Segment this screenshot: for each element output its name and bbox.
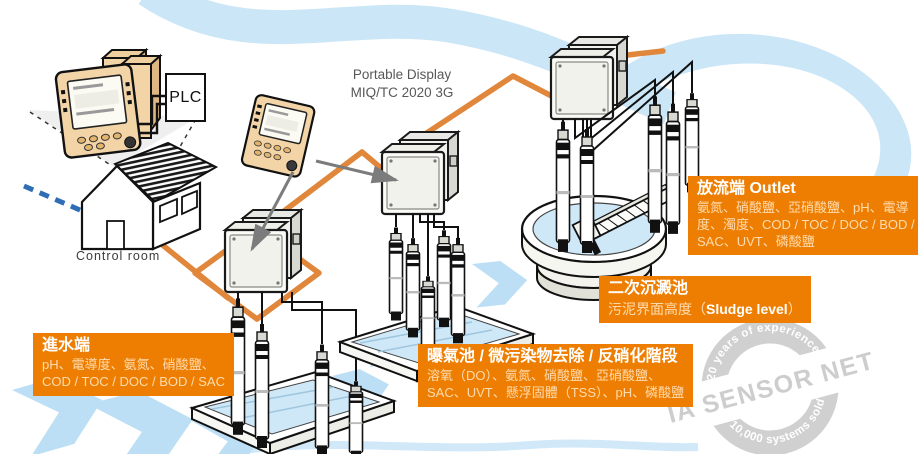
terminal-controller (54, 63, 142, 159)
controller-cables (137, 94, 165, 135)
portable-display-label-line1: Portable Display (352, 67, 452, 82)
inlet-label: 進水端 pH、電導度、氨氮、硝酸鹽、 COD / TOC / DOC / BOD… (33, 333, 234, 396)
clarifier-label-prefix: 污泥界面高度（ (608, 300, 706, 317)
iq-junction-box-inlet (223, 208, 303, 294)
control-room-label: Control room (76, 249, 161, 263)
outlet-label: 放流端 Outlet 氨氮、硝酸鹽、亞硝酸鹽、pH、電導 度、濁度、COD / … (688, 176, 918, 256)
sensor-probe (555, 120, 571, 253)
sensor-probe (388, 226, 404, 322)
outlet-label-title: 放流端 Outlet (697, 180, 796, 197)
aeration-label: 曝氣池 / 微污染物去除 / 反硝化階段 溶氧（DO）、氨氮、硝酸鹽、亞硝酸鹽、… (418, 344, 694, 407)
house-window (181, 189, 198, 216)
sensor-probe (436, 229, 452, 328)
outlet-label-line: 度、濁度、COD / TOC / DOC / BOD / (697, 216, 915, 232)
clarifier-label-bold: Sludge level (706, 300, 788, 317)
aeration-label-line: SAC、UVT、懸浮固體（TSS）、pH、磷酸鹽 (427, 384, 685, 400)
sensor-probe (450, 237, 466, 345)
outlet-label-line: SAC、UVT、磷酸鹽 (697, 233, 815, 249)
sensor-probe (647, 95, 663, 234)
clarifier-label: 二次沉澱池 污泥界面高度（Sludge level） (599, 276, 811, 323)
plc-box: PLC (165, 73, 206, 122)
sensor-probe (254, 323, 270, 449)
sensor-probe (420, 275, 436, 354)
sensor-probe (314, 343, 330, 454)
inlet-label-line: pH、電導度、氨氮、硝酸鹽、 (42, 356, 215, 372)
aeration-label-title: 曝氣池 / 微污染物去除 / 反硝化階段 (427, 348, 678, 365)
house-window (159, 197, 178, 224)
portable-display-pointer-arrows (250, 159, 399, 252)
clarifier-label-line: 污泥界面高度（Sludge level） (608, 300, 802, 318)
aeration-sensor-cables (395, 214, 459, 276)
sensor-probe (348, 380, 364, 454)
portable-display-label: Portable Display MIQ/TC 2020 3G (320, 66, 484, 101)
sensor-probe (405, 237, 421, 339)
house-door (106, 220, 125, 250)
sensor-probe (665, 102, 681, 235)
aeration-label-line: 溶氧（DO）、氨氮、硝酸鹽、亞硝酸鹽、 (427, 367, 662, 383)
outlet-label-line: 氨氮、硝酸鹽、亞硝酸鹽、pH、電導 (697, 199, 909, 215)
pointer-arrow-icon (315, 159, 399, 184)
sensor-probe (579, 128, 595, 254)
clarifier-label-title: 二次沉澱池 (608, 280, 689, 297)
portable-display-device (240, 94, 316, 178)
inflow-dashed-line (23, 183, 95, 219)
iq-junction-box-outlet (549, 35, 629, 121)
controller-knob (124, 136, 137, 149)
inlet-label-line: COD / TOC / DOC / BOD / SAC (42, 373, 225, 389)
clarifier-label-suffix: ） (787, 300, 802, 317)
control-room-house (80, 141, 219, 251)
outlet-sensor-cables (562, 59, 693, 155)
house-gable (80, 164, 155, 251)
flow-arrow-icon (472, 258, 530, 308)
portable-display-knob (286, 160, 298, 172)
iq-junction-box-aeration (380, 130, 460, 216)
pointer-arrow-icon (250, 171, 295, 252)
portable-display-label-line2: MIQ/TC 2020 3G (350, 84, 454, 100)
inlet-label-title: 進水端 (42, 337, 91, 354)
